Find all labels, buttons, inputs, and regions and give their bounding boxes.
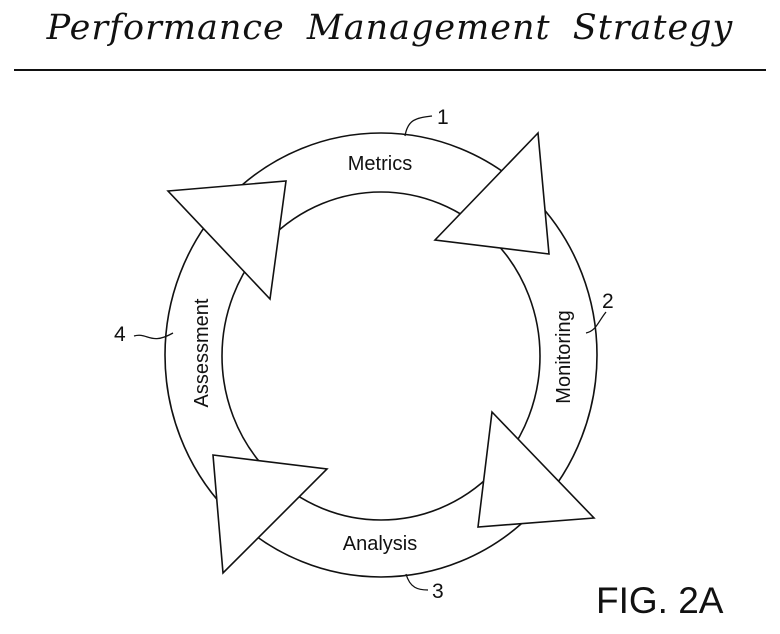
leader-line-4 [134,333,173,339]
leader-line-3 [406,574,428,590]
figure-label: FIG. 2A [596,580,723,622]
stage-label-metrics: Metrics [348,153,412,175]
ref-number-2: 2 [602,290,614,313]
arrow-assessment-to-metrics [168,181,286,299]
arrow-monitoring-to-analysis [478,412,594,527]
arrow-metrics-to-monitoring [435,133,549,254]
ref-number-1: 1 [437,106,449,129]
ref-number-4: 4 [114,323,126,346]
arrow-analysis-to-assessment [213,455,327,573]
stage-label-assessment: Assessment [191,298,213,407]
ref-number-3: 3 [432,580,444,603]
stage-label-monitoring: Monitoring [553,310,575,403]
stage-label-analysis: Analysis [343,533,417,555]
leader-line-1 [405,116,432,136]
